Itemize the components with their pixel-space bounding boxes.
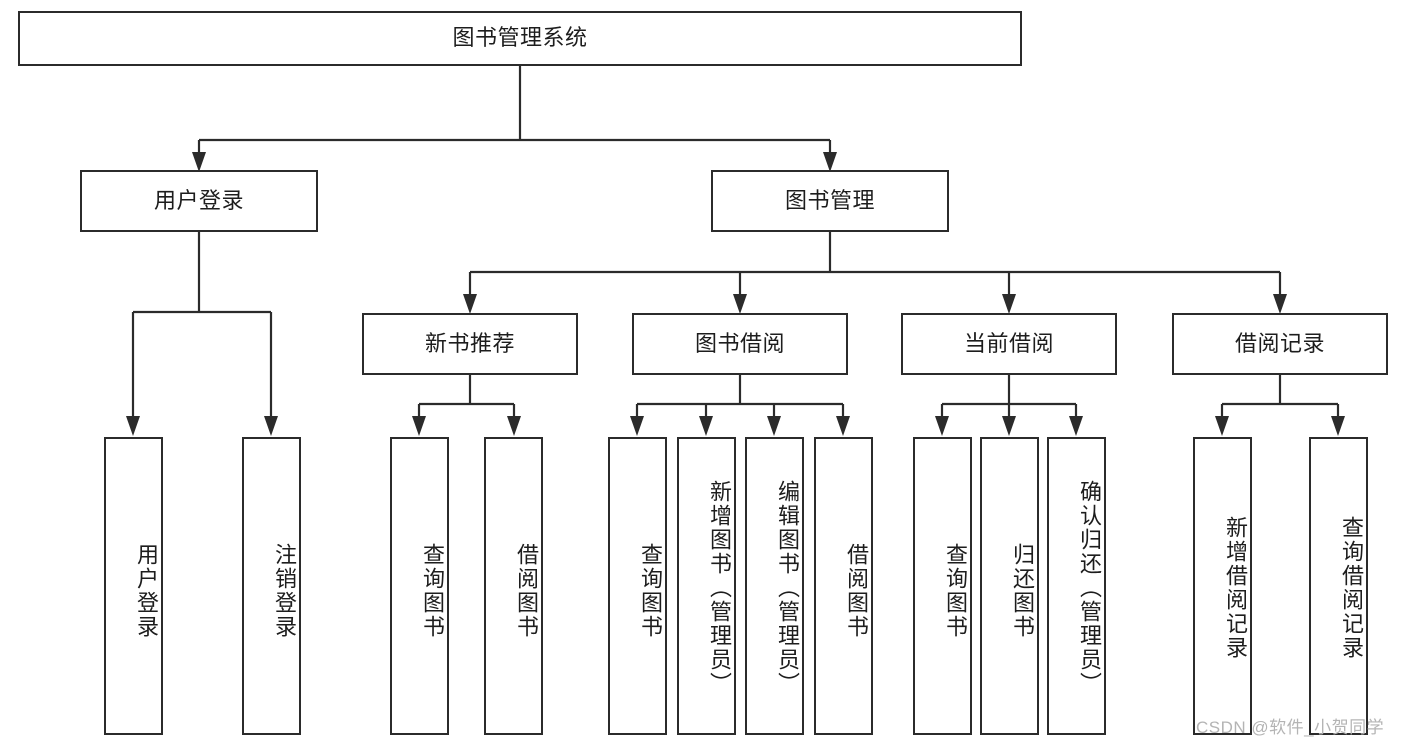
leaf-current-query-book[interactable]: 查询图书 bbox=[913, 437, 972, 735]
node-current-borrow[interactable]: 当前借阅 bbox=[901, 313, 1117, 375]
arrow-current-leaf-1-icon bbox=[935, 416, 949, 436]
leaf-current-return-book[interactable]: 归还图书 bbox=[980, 437, 1039, 735]
node-borrow-record[interactable]: 借阅记录 bbox=[1172, 313, 1388, 375]
arrow-l3-1-icon bbox=[463, 294, 477, 314]
leaf-borrow-query-book[interactable]: 查询图书 bbox=[608, 437, 667, 735]
arrow-current-leaf-3-icon bbox=[1069, 416, 1083, 436]
node-user-login[interactable]: 用户登录 bbox=[80, 170, 318, 232]
node-new-book-recommend[interactable]: 新书推荐 bbox=[362, 313, 578, 375]
arrow-borrow-leaf-2-icon bbox=[699, 416, 713, 436]
arrow-record-leaf-2-icon bbox=[1331, 416, 1345, 436]
leaf-recommend-borrow-book[interactable]: 借阅图书 bbox=[484, 437, 543, 735]
csdn-watermark: CSDN @软件_小贺同学 bbox=[1196, 718, 1385, 737]
leaf-borrow-borrow-book[interactable]: 借阅图书 bbox=[814, 437, 873, 735]
arrow-user-login-leaf-2-icon bbox=[264, 416, 278, 436]
arrow-recommend-leaf-2-icon bbox=[507, 416, 521, 436]
leaf-user-login-logout[interactable]: 注销登录 bbox=[242, 437, 301, 735]
arrow-borrow-leaf-3-icon bbox=[767, 416, 781, 436]
arrow-l3-2-icon bbox=[733, 294, 747, 314]
node-book-borrow[interactable]: 图书借阅 bbox=[632, 313, 848, 375]
leaf-current-confirm-return-admin[interactable]: 确认归还（管理员） bbox=[1047, 437, 1106, 735]
arrow-l3-4-icon bbox=[1273, 294, 1287, 314]
arrow-borrow-leaf-4-icon bbox=[836, 416, 850, 436]
leaf-record-add-record[interactable]: 新增借阅记录 bbox=[1193, 437, 1252, 735]
node-book-management[interactable]: 图书管理 bbox=[711, 170, 949, 232]
arrow-record-leaf-1-icon bbox=[1215, 416, 1229, 436]
arrow-root-to-user-login-icon bbox=[192, 152, 206, 172]
leaf-record-query-record[interactable]: 查询借阅记录 bbox=[1309, 437, 1368, 735]
arrow-recommend-leaf-1-icon bbox=[412, 416, 426, 436]
leaf-borrow-edit-book-admin[interactable]: 编辑图书（管理员） bbox=[745, 437, 804, 735]
arrow-user-login-leaf-1-icon bbox=[126, 416, 140, 436]
arrow-current-leaf-2-icon bbox=[1002, 416, 1016, 436]
arrow-root-to-book-manage-icon bbox=[823, 152, 837, 172]
leaf-user-login-login[interactable]: 用户登录 bbox=[104, 437, 163, 735]
arrow-l3-3-icon bbox=[1002, 294, 1016, 314]
leaf-borrow-add-book-admin[interactable]: 新增图书（管理员） bbox=[677, 437, 736, 735]
leaf-recommend-query-book[interactable]: 查询图书 bbox=[390, 437, 449, 735]
arrow-borrow-leaf-1-icon bbox=[630, 416, 644, 436]
node-root-system[interactable]: 图书管理系统 bbox=[18, 11, 1022, 66]
